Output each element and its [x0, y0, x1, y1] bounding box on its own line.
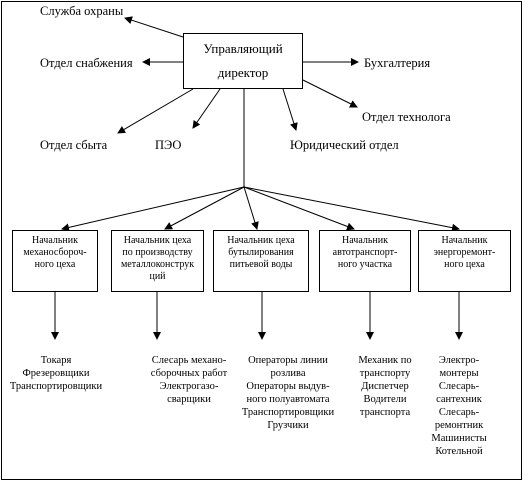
- staff-list-bottling: Операторы линии розлива Операторы выдув-…: [237, 354, 339, 432]
- head-2-line-1: Начальник цеха: [123, 235, 192, 246]
- head-4-line-2: автотранспорт-: [332, 247, 398, 258]
- head-3-line-3: питьевой воды: [229, 259, 293, 270]
- staff-5-item: ремонтник: [434, 420, 484, 431]
- head-5-line-2: энергоремонт-: [433, 247, 496, 258]
- staff-4-item: транспорту: [359, 368, 411, 379]
- head-2-line-2: по производству: [122, 247, 193, 258]
- head-3-line-1: Начальник цеха: [227, 235, 295, 246]
- staff-5-item: Машинисты: [431, 433, 487, 444]
- head-1-line-2: механосбороч-: [23, 247, 87, 258]
- dept-security: Служба охраны: [40, 4, 124, 18]
- staff-4-item: транспорта: [359, 407, 411, 418]
- staff-2-item: сварщики: [167, 394, 211, 405]
- staff-2-item: Слесарь механо-: [151, 355, 227, 366]
- head-5-line-3: ного цеха: [444, 259, 485, 270]
- head-1-line-3: ного цеха: [34, 259, 76, 270]
- dept-legal: Юридический отдел: [290, 138, 399, 152]
- arrow-head-1: [61, 186, 245, 232]
- staff-list-transport: Механик по транспорту Диспетчер Водители…: [349, 354, 421, 419]
- staff-2-item: сборочных работ: [150, 368, 228, 379]
- staff-4-item: Водители: [363, 394, 407, 405]
- staff-5-item: Электро-: [438, 355, 480, 366]
- head-1-line-1: Начальник: [32, 235, 78, 246]
- arrow-legal: [282, 88, 298, 131]
- head-3-line-2: бутылирования: [228, 247, 294, 258]
- head-box-bottling: Начальник цеха бутылирования питьевой во…: [213, 230, 309, 292]
- dept-accounting: Бухгалтерия: [364, 56, 431, 70]
- head-box-transport: Начальник автотранспорт- ного участка: [319, 230, 411, 292]
- staff-3-item: ного полуавтомата: [246, 394, 330, 405]
- staff-1-item: Транспортировщики: [9, 381, 103, 392]
- head-2-line-3: металлоконструк: [120, 259, 195, 270]
- staff-2-item: Электрогазо-: [159, 381, 219, 392]
- staff-5-item: Котельной: [435, 446, 483, 457]
- director-box: Управляющий директор: [183, 33, 303, 89]
- staff-list-energy: Электро- монтеры Слесарь- сантехник Слес…: [423, 354, 495, 458]
- dept-sales: Отдел сбыта: [40, 138, 108, 152]
- staff-3-item: Операторы линии: [248, 355, 328, 366]
- arrow-head-4: [243, 186, 355, 231]
- arrow-head-3: [243, 186, 259, 230]
- head-4-line-1: Начальник: [342, 235, 388, 246]
- arrow-security: [124, 16, 184, 38]
- head-5-line-1: Начальник: [441, 235, 488, 246]
- staff-list-metal: Слесарь механо- сборочных работ Электрог…: [142, 354, 236, 406]
- head-2-line-4: ций: [149, 271, 166, 282]
- staff-1-item: Фрезеровщики: [22, 368, 90, 379]
- arrow-sales: [117, 88, 194, 134]
- head-box-energy: Начальник энергоремонт- ного цеха: [418, 230, 511, 292]
- staff-4-item: Диспетчер: [361, 381, 409, 392]
- staff-list-mechanical: Токаря Фрезеровщики Транспортировщики: [6, 354, 106, 393]
- arrow-peo: [192, 88, 221, 129]
- arrow-head-2: [164, 186, 245, 230]
- staff-1-item: Токаря: [40, 355, 72, 366]
- staff-3-item: розлива: [270, 368, 306, 379]
- director-line-1: Управляющий: [203, 41, 283, 56]
- head-box-metal: Начальник цеха по производству металлоко…: [111, 230, 204, 292]
- head-box-mechanical: Начальник механосбороч- ного цеха: [12, 230, 98, 292]
- staff-3-item: Грузчики: [267, 420, 309, 431]
- arrow-head-5: [243, 186, 460, 232]
- director-line-2: директор: [217, 65, 269, 80]
- staff-5-item: Слесарь-: [438, 381, 480, 392]
- staff-3-item: Транспортировщики: [241, 407, 335, 418]
- staff-5-item: сантехник: [436, 394, 482, 405]
- staff-4-item: Механик по: [358, 355, 412, 366]
- head-4-line-3: ного участка: [337, 259, 393, 270]
- dept-peo: ПЭО: [155, 138, 182, 152]
- staff-5-item: монтеры: [439, 368, 479, 379]
- staff-5-item: Слесарь-: [438, 407, 480, 418]
- arrow-technologist: [302, 79, 358, 108]
- staff-3-item: Операторы выдув-: [246, 381, 330, 392]
- dept-technologist: Отдел технолога: [362, 110, 451, 124]
- dept-supply: Отдел снабжения: [40, 56, 133, 70]
